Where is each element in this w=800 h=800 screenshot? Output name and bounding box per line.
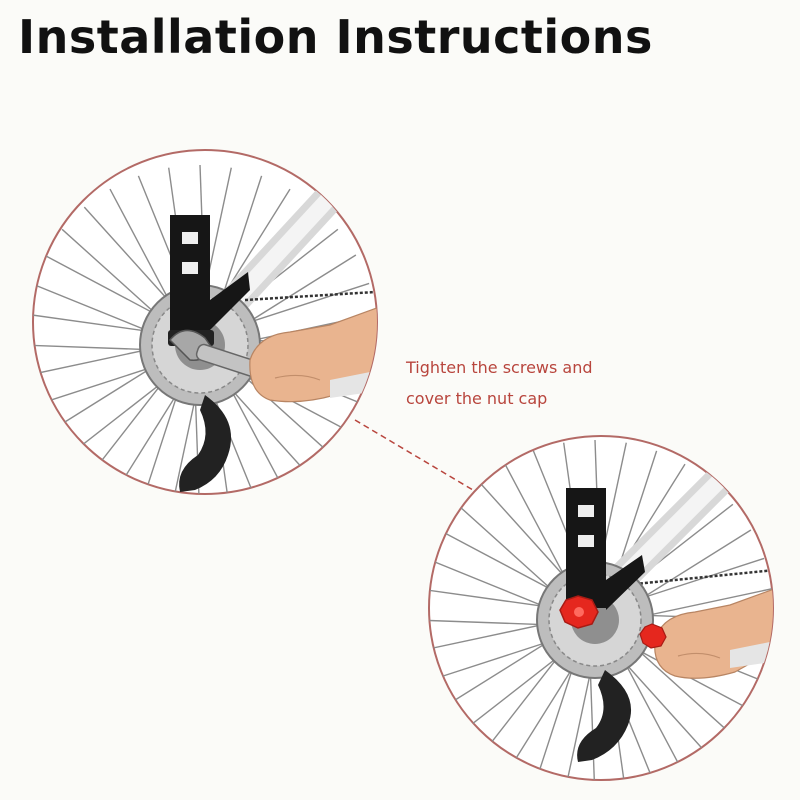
caption-line-2: cover the nut cap	[406, 389, 548, 408]
derailleur	[179, 395, 232, 492]
mount-bracket	[566, 488, 645, 610]
chain	[244, 290, 376, 302]
page-title: Installation Instructions	[18, 10, 653, 64]
chain	[624, 568, 773, 587]
nut-cap-icon	[559, 595, 599, 629]
caption-line-1: Tighten the screws and	[406, 358, 593, 377]
wheel-illustration-before	[32, 149, 378, 495]
derailleur	[577, 670, 632, 762]
nut-cap-icon	[639, 623, 667, 649]
instruction-caption: Tighten the screws and cover the nut cap	[406, 352, 666, 414]
connector-dashed-line	[354, 419, 479, 494]
wheel-illustration-after	[428, 435, 774, 781]
